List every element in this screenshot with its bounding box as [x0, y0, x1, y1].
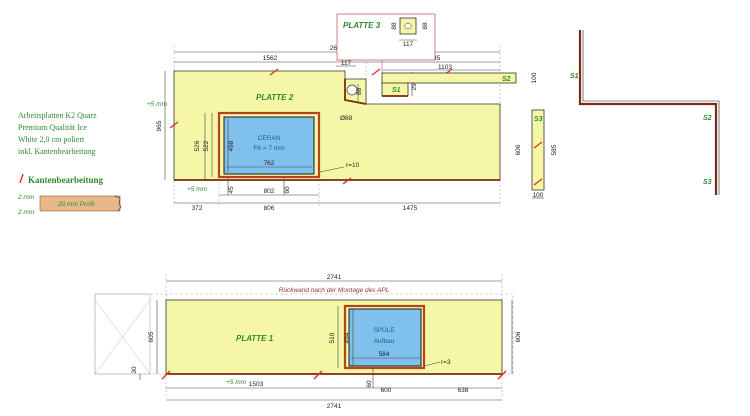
- dim-88-b: 88: [422, 22, 429, 30]
- dim-600: 600: [381, 387, 392, 394]
- r3-note: r=3: [441, 359, 451, 366]
- spuele-cutout: [348, 308, 422, 367]
- platte-3-drawing: PLATTE 3 117 88 88 S1 297 S2 100: [336, 13, 538, 97]
- platte-1-label: PLATTE 1: [236, 334, 274, 343]
- platte-3-label: PLATTE 3: [343, 21, 381, 30]
- dim-498: 498: [228, 140, 235, 151]
- dim-522: 522: [203, 140, 210, 151]
- plus5-mid: +5 mm: [187, 186, 208, 193]
- dim-60-bottom: 60: [366, 380, 373, 388]
- profile-s2-label: S2: [703, 115, 712, 122]
- ceran-sub: F6 = 7 mm: [253, 145, 284, 152]
- dim-510: 510: [329, 332, 336, 343]
- dim-117-top: 117: [341, 60, 352, 67]
- platte-2-label: PLATTE 2: [256, 93, 294, 102]
- platte-3-detail-hole: [403, 22, 413, 30]
- legend-profile-label: 20 mm Profil: [57, 201, 95, 208]
- dim-606-p1: 606: [515, 331, 522, 342]
- s2-strip: [381, 72, 517, 84]
- ceran-cutout: [223, 116, 315, 175]
- side-profile-drawing: S1 S2 S3: [570, 30, 720, 195]
- dim-30: 30: [131, 366, 138, 374]
- dim-88-hole: 88: [356, 87, 363, 95]
- dim-584: 584: [379, 351, 390, 358]
- platte-1-drawing: 2741 Rückwand nach der Montage des APL S…: [94, 274, 522, 410]
- side-profile-path: [578, 30, 718, 195]
- tap-hole: [346, 84, 358, 96]
- dim-1503: 1503: [249, 381, 264, 388]
- legend-line-2: Premium Qualität Ice: [18, 123, 87, 132]
- dim-494: 494: [344, 332, 351, 343]
- dim-605: 605: [148, 331, 155, 342]
- legend-line-3: White 2,0 cm poliert: [18, 135, 85, 144]
- dim-585: 585: [551, 144, 558, 155]
- platte-2-drawing: 2647 1562 1085 1103 117 Ø88 88 CERAN F6 …: [147, 45, 501, 212]
- dim-806: 806: [264, 205, 275, 212]
- platte-3-s1-label: S1: [392, 87, 401, 94]
- ceran-frame: [217, 111, 321, 179]
- legend: Arbeitsplatten K2 Quarz Premium Qualität…: [17, 111, 122, 216]
- spuele-sub: Aufbau: [374, 338, 395, 345]
- platte-2-notch-edge: [344, 79, 367, 105]
- dim-hole: Ø88: [340, 115, 353, 122]
- s2-strip-label: S2: [502, 76, 511, 83]
- dim-1103: 1103: [438, 64, 452, 71]
- platte-2-slab: [173, 70, 501, 181]
- s3-strip-label: S3: [534, 116, 543, 123]
- dim-60-top: 60: [284, 186, 291, 194]
- platte-3-detail-box: [336, 13, 436, 61]
- plus5-top: +5 mm: [147, 101, 168, 108]
- dim-100-s2: 100: [531, 72, 538, 83]
- rueckwand-note: Rückwand nach der Montage des APL: [279, 287, 390, 294]
- dim-1475: 1475: [403, 205, 418, 212]
- s3-strip-drawing: S3 606 585 100: [515, 109, 558, 199]
- spuele-frame: [343, 304, 426, 370]
- ceran-label: CERAN: [258, 135, 281, 142]
- plus5-bottom: +5 mm: [226, 379, 247, 386]
- dim-802: 802: [264, 188, 275, 195]
- dim-638: 638: [458, 387, 469, 394]
- dim-1562: 1562: [263, 55, 278, 62]
- legend-line-4: inkl. Kantenbearbeitung: [18, 147, 95, 156]
- dim-100-s3: 100: [533, 192, 544, 199]
- profile-s1-label: S1: [570, 73, 579, 80]
- dim-526: 526: [194, 140, 201, 151]
- dim-965: 965: [156, 120, 163, 131]
- legend-line-1: Arbeitsplatten K2 Quarz: [18, 111, 97, 120]
- dim-2741-top: 2741: [327, 274, 342, 281]
- dim-88-a: 88: [391, 22, 398, 30]
- dim-762: 762: [264, 160, 275, 167]
- profile-swatch: [39, 195, 121, 212]
- platte-1-slab: [165, 299, 503, 375]
- dim-606-s3: 606: [515, 144, 522, 155]
- profile-edge-icon: [113, 195, 122, 212]
- legend-edge-title: Kantenbearbeitung: [28, 175, 104, 185]
- spuele-label: SPÜLE: [373, 326, 395, 334]
- legend-mm-bottom: 2 mm: [17, 209, 35, 216]
- profile-s3-label: S3: [703, 179, 712, 186]
- dim-2741-bottom: 2741: [327, 403, 342, 410]
- dim-372: 372: [192, 205, 203, 212]
- dim-45: 45: [228, 186, 235, 194]
- dim-297: 297: [411, 79, 418, 90]
- legend-mm-top: 2 mm: [17, 194, 35, 201]
- s3-strip: [531, 109, 545, 191]
- edge-marker-icon: [19, 173, 24, 184]
- r10-note: r=10: [346, 162, 360, 169]
- dim-117-detail: 117: [403, 41, 414, 48]
